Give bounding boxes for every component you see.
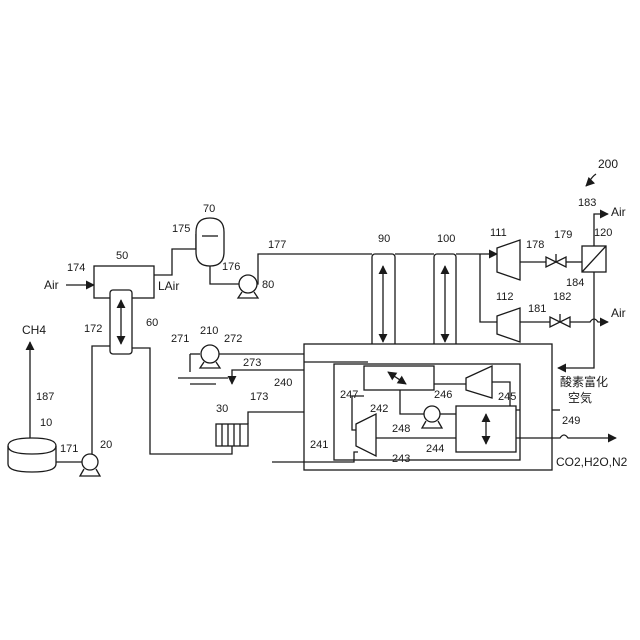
ref-50: 50	[116, 250, 128, 262]
valve-182-a	[550, 317, 560, 327]
ref-100: 100	[437, 233, 455, 245]
lair-line	[154, 234, 196, 275]
ref-80: 80	[262, 279, 274, 291]
ref-246: 246	[434, 389, 452, 401]
air-out-181-label: Air	[611, 306, 626, 320]
ref-120: 120	[594, 227, 612, 239]
vessel-30	[216, 424, 248, 446]
air-out-183-label: Air	[611, 205, 626, 219]
ref-242: 242	[370, 403, 388, 415]
ref-243: 243	[392, 453, 410, 465]
heat-exchanger-247	[364, 366, 434, 390]
valve-179-a	[546, 257, 556, 267]
ref-111: 111	[490, 227, 507, 239]
ref-177: 177	[268, 239, 286, 251]
line-177-a	[257, 254, 372, 284]
ref-171: 171	[60, 443, 78, 455]
ref-175: 175	[172, 223, 190, 235]
figure-number-leader	[586, 174, 596, 186]
pump-20	[82, 454, 98, 470]
lair-label: LAir	[158, 279, 179, 293]
line-to-112	[480, 254, 497, 322]
exhaust-label: CO2,H2O,N2	[556, 455, 628, 469]
turbine-112	[497, 308, 520, 342]
ref-245: 245	[498, 391, 516, 403]
ref-30: 30	[216, 403, 228, 415]
ref-176: 176	[222, 261, 240, 273]
pump-80	[239, 275, 257, 293]
line-172	[92, 346, 110, 454]
ref-70: 70	[203, 203, 215, 215]
ref-248: 248	[392, 423, 410, 435]
ref-174: 174	[67, 262, 85, 274]
ref-249: 249	[562, 415, 580, 427]
ref-273: 273	[243, 357, 261, 369]
ref-183: 183	[578, 197, 596, 209]
separator-70	[196, 218, 224, 266]
ref-271: 271	[171, 333, 189, 345]
ref-173: 173	[250, 391, 268, 403]
ref-244: 244	[426, 443, 444, 455]
ref-247: 247	[340, 389, 358, 401]
pump-248	[424, 406, 440, 422]
oxygen-enriched-label-1: 酸素富化	[560, 374, 608, 389]
ref-241: 241	[310, 439, 328, 451]
line-182-out	[570, 319, 608, 322]
ref-210: 210	[200, 325, 218, 337]
ref-187: 187	[36, 391, 54, 403]
ref-179: 179	[554, 229, 572, 241]
ref-20: 20	[100, 439, 112, 451]
ref-184: 184	[566, 277, 584, 289]
ref-172: 172	[84, 323, 102, 335]
ch4-label: CH4	[22, 323, 46, 337]
tank-10	[8, 438, 56, 472]
ref-182: 182	[553, 291, 571, 303]
ref-178: 178	[526, 239, 544, 251]
valve-182-b	[560, 317, 570, 327]
air-inlet-label: Air	[44, 278, 59, 292]
ref-181: 181	[528, 303, 546, 315]
ref-272: 272	[224, 333, 242, 345]
figure-number: 200	[598, 157, 618, 171]
oxygen-enriched-label-2: 空気	[568, 390, 592, 405]
ref-112: 112	[496, 291, 514, 303]
pump-210	[201, 345, 219, 363]
ref-60: 60	[146, 317, 158, 329]
ref-240: 240	[274, 377, 292, 389]
valve-179-b	[556, 257, 566, 267]
ref-90: 90	[378, 233, 390, 245]
ref-10: 10	[40, 417, 52, 429]
turbine-111	[497, 240, 520, 280]
